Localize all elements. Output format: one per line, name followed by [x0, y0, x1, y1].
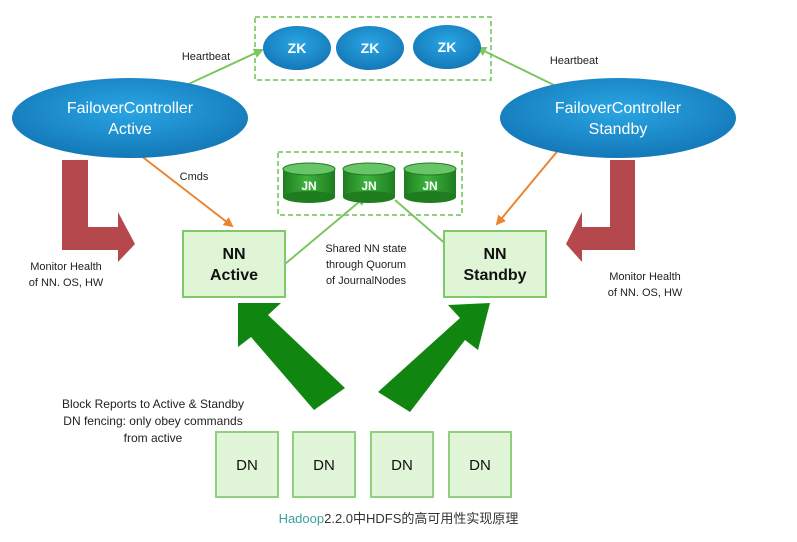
zk-node-2	[336, 26, 404, 70]
zk-label-3: ZK	[438, 39, 457, 55]
block-reports-line2: DN fencing: only obey commands	[63, 414, 242, 428]
block-reports-line1: Block Reports to Active & Standby	[62, 397, 244, 411]
caption-text: 2.2.0中HDFS的高可用性实现原理	[324, 511, 519, 526]
nn-active-box	[182, 230, 286, 298]
jn-node-2	[342, 162, 396, 203]
cmds-right-line	[495, 147, 561, 226]
shared-state-line2: through Quorum	[326, 259, 406, 271]
nn-active-line2: Active	[210, 267, 258, 284]
dn-label-2: DN	[313, 457, 335, 474]
thick-arrow-to-active	[238, 303, 345, 410]
nn-active-line1: NN	[222, 246, 245, 263]
monitor-left-line2: of NN. OS, HW	[29, 277, 104, 289]
shared-state-line3: of JournalNodes	[326, 275, 407, 287]
heartbeat-right-line	[476, 47, 561, 89]
dn-box-2	[292, 431, 356, 498]
zk-node-3	[413, 25, 481, 69]
zk-node-1	[263, 26, 331, 70]
failover-standby-ellipse	[500, 78, 736, 158]
monitor-right-line1: Monitor Health	[609, 271, 681, 283]
heartbeat-left-label: Heartbeat	[182, 51, 230, 63]
monitor-right-arrow	[566, 160, 635, 262]
jn-node-1	[282, 162, 336, 203]
shared-state-line1: Shared NN state	[325, 243, 406, 255]
failover-active-line2: Active	[108, 121, 152, 138]
figure-caption: Hadoop2.2.0中HDFS的高可用性实现原理	[0, 508, 797, 527]
dn-box-3	[370, 431, 434, 498]
nn-standby-line1: NN	[483, 246, 506, 263]
dn-box-1	[215, 431, 279, 498]
nn-standby-line2: Standby	[463, 267, 526, 284]
monitor-left-line1: Monitor Health	[30, 261, 102, 273]
zk-label-2: ZK	[361, 40, 380, 56]
active-to-jn-line	[284, 195, 367, 265]
dn-label-4: DN	[469, 457, 491, 474]
monitor-left-arrow	[62, 160, 135, 262]
jn-label-1: JN	[301, 179, 316, 193]
caption-accent: Hadoop	[278, 511, 325, 526]
jn-label-2: JN	[361, 179, 376, 193]
jn-to-standby-line	[394, 199, 449, 247]
cmds-label: Cmds	[180, 171, 209, 183]
dn-box-4	[448, 431, 512, 498]
failover-standby-line1: FailoverController	[555, 100, 682, 117]
jn-node-3	[403, 162, 457, 203]
heartbeat-right-label: Heartbeat	[550, 55, 598, 67]
monitor-right-line2: of NN. OS, HW	[608, 287, 683, 299]
nn-standby-box	[443, 230, 547, 298]
dn-label-3: DN	[391, 457, 413, 474]
jn-label-3: JN	[422, 179, 437, 193]
jn-group-box	[277, 151, 463, 216]
dn-label-1: DN	[236, 457, 258, 474]
failover-active-ellipse	[12, 78, 248, 158]
thick-arrow-to-standby	[378, 303, 490, 412]
failover-standby-line2: Standby	[589, 121, 648, 138]
failover-active-line1: FailoverController	[67, 100, 194, 117]
zk-label-1: ZK	[288, 40, 307, 56]
cmds-left-line	[139, 154, 234, 228]
heartbeat-left-line	[179, 48, 264, 89]
zk-group-box	[254, 16, 492, 81]
block-reports-line3: from active	[124, 431, 183, 445]
